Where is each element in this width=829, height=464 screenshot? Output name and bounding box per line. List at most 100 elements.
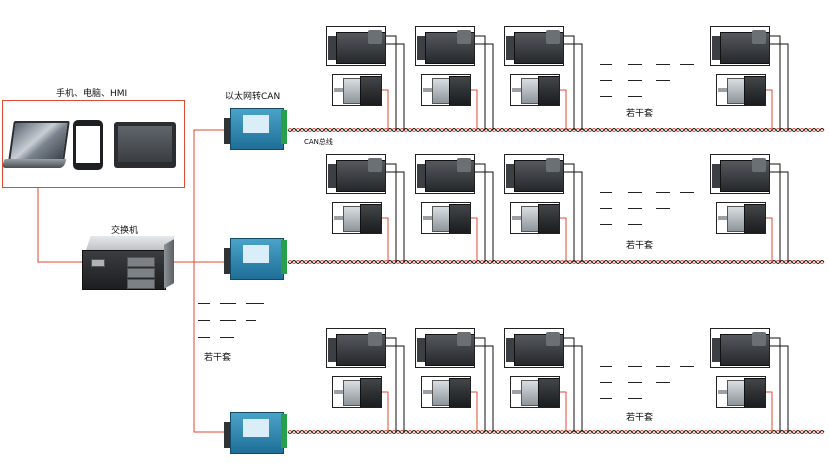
smartphone-icon <box>73 120 103 170</box>
device-frame <box>326 328 386 368</box>
dash <box>600 224 612 225</box>
device-frame <box>415 26 475 66</box>
drop-line <box>564 43 583 130</box>
device-frame <box>510 376 560 408</box>
drop-line <box>382 217 389 262</box>
gateway-icon <box>224 412 288 454</box>
ethernet-lines <box>37 129 228 433</box>
drop-line <box>471 391 478 432</box>
dash <box>680 64 694 65</box>
can-bus-wire-black <box>287 260 825 264</box>
dash <box>600 208 612 209</box>
drop-line <box>564 345 583 432</box>
hmi-panel-icon <box>114 122 176 168</box>
device-frame <box>415 328 475 368</box>
dash <box>198 303 210 304</box>
several-sets-label: 若干套 <box>204 353 232 363</box>
dash <box>656 382 670 383</box>
dash <box>600 382 612 383</box>
servo-driver-icon <box>417 330 475 366</box>
dash <box>246 303 264 304</box>
servo-driver-icon <box>328 330 386 366</box>
dash <box>656 366 670 367</box>
dash <box>600 64 612 65</box>
device-frame <box>510 74 560 106</box>
can-bus-label: CAN总线 <box>304 138 333 146</box>
dash <box>656 64 670 65</box>
dash <box>600 366 612 367</box>
gateway-icon <box>224 238 288 280</box>
dash <box>628 64 642 65</box>
drop-line <box>475 35 486 130</box>
device-frame <box>332 74 382 106</box>
drop-line <box>475 171 494 262</box>
several-sets-label: 若干套 <box>626 109 654 119</box>
device-frame <box>326 154 386 194</box>
device-frame <box>421 74 471 106</box>
several-sets-label: 若干套 <box>626 413 654 423</box>
servo-driver-icon <box>712 156 770 192</box>
stepper-motor-icon <box>423 378 471 408</box>
drop-line <box>564 163 575 262</box>
drop-line <box>770 337 781 432</box>
drop-line <box>770 43 789 130</box>
dash <box>220 320 236 321</box>
drop-line <box>386 35 397 130</box>
drop-line <box>564 337 575 432</box>
drop-line <box>471 89 478 130</box>
device-frame <box>710 26 770 66</box>
device-drop-lines-red <box>382 89 773 432</box>
hmi-group-box <box>2 100 185 188</box>
device-frame <box>510 202 560 234</box>
device-frame <box>716 202 766 234</box>
gateway-label: 以太网转CAN <box>225 92 281 102</box>
device-frame <box>716 74 766 106</box>
drop-line <box>386 43 405 130</box>
dash <box>628 96 642 97</box>
switch-to-gateway3-line <box>193 262 228 433</box>
dash <box>246 320 256 321</box>
dash <box>600 398 612 399</box>
switch-icon <box>82 236 175 290</box>
servo-driver-icon <box>506 330 564 366</box>
can-bus-lines <box>287 128 825 434</box>
drop-line <box>766 217 773 262</box>
device-frame <box>504 328 564 368</box>
stepper-motor-icon <box>512 76 560 106</box>
dash <box>680 192 694 193</box>
device-frame <box>332 202 382 234</box>
drop-line <box>770 163 781 262</box>
dash <box>628 192 642 193</box>
dash <box>628 398 642 399</box>
dash <box>198 337 210 338</box>
drop-line <box>386 337 397 432</box>
drop-line <box>471 217 478 262</box>
drop-line <box>382 391 389 432</box>
drop-line <box>564 35 575 130</box>
servo-driver-icon <box>506 156 564 192</box>
drop-line <box>766 391 773 432</box>
drop-line <box>770 35 781 130</box>
dash <box>600 96 612 97</box>
dash <box>628 80 642 81</box>
device-frame <box>504 26 564 66</box>
device-frame <box>421 202 471 234</box>
drop-line <box>560 89 567 130</box>
dash <box>656 80 670 81</box>
dash <box>220 303 236 304</box>
drop-line <box>564 171 583 262</box>
device-frame <box>710 154 770 194</box>
drop-line <box>766 89 773 130</box>
drop-line <box>475 337 486 432</box>
drop-line <box>770 345 789 432</box>
dash <box>220 337 234 338</box>
several-sets-label: 若干套 <box>626 241 654 251</box>
stepper-motor-icon <box>334 76 382 106</box>
drop-line <box>475 43 494 130</box>
drop-line <box>475 345 494 432</box>
dash <box>656 208 670 209</box>
dash <box>198 320 210 321</box>
can-bus-wire-black <box>287 128 825 132</box>
servo-driver-icon <box>417 28 475 64</box>
